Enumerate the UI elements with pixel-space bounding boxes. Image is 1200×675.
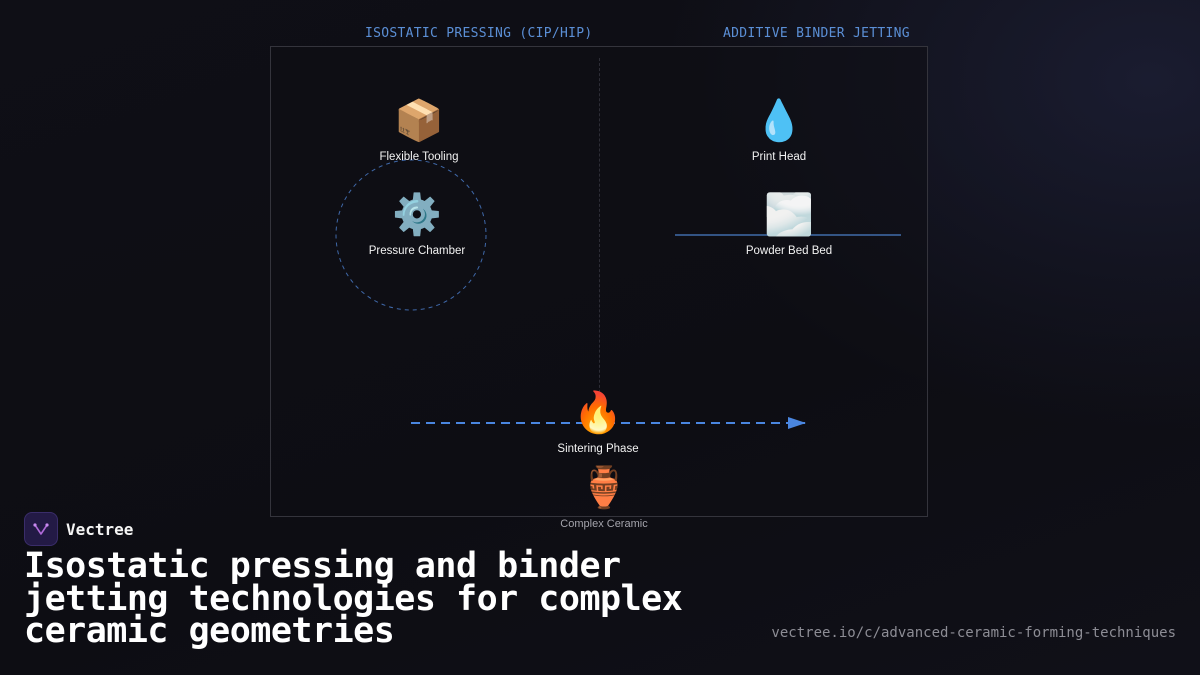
node-powder-bed: 🌫️ Powder Bed Bed bbox=[746, 192, 832, 257]
column-title-isostatic: ISOSTATIC PRESSING (CIP/HIP) bbox=[365, 26, 593, 41]
droplet-icon: 💧 bbox=[754, 98, 804, 144]
node-label: Powder Bed Bed bbox=[745, 245, 833, 257]
node-label: Complex Ceramic bbox=[560, 518, 648, 530]
package-icon: 📦 bbox=[394, 98, 444, 144]
amphora-icon: 🏺 bbox=[579, 465, 629, 511]
node-label: Pressure Chamber bbox=[368, 245, 466, 257]
node-sintering-phase: 🔥 Sintering Phase bbox=[557, 390, 638, 455]
brand-name: Vectree bbox=[66, 519, 134, 539]
fire-icon: 🔥 bbox=[573, 390, 623, 436]
page-title: Isostatic pressing and binder jetting te… bbox=[24, 546, 683, 651]
column-title-binder-jetting: ADDITIVE BINDER JETTING bbox=[723, 26, 910, 41]
source-url[interactable]: vectree.io/c/advanced-ceramic-forming-te… bbox=[771, 625, 1176, 641]
column-divider bbox=[599, 58, 600, 418]
node-label: Print Head bbox=[751, 151, 807, 163]
node-complex-ceramic: 🏺 Complex Ceramic bbox=[560, 465, 647, 530]
node-flexible-tooling: 📦 Flexible Tooling bbox=[379, 98, 458, 163]
pressure-ring bbox=[335, 159, 487, 311]
node-pressure-chamber: ⚙️ Pressure Chamber bbox=[369, 192, 466, 257]
cloud-icon: 🌫️ bbox=[764, 192, 814, 238]
vectree-logo-icon bbox=[24, 512, 58, 546]
node-label: Flexible Tooling bbox=[379, 151, 459, 163]
gear-icon: ⚙️ bbox=[392, 192, 442, 238]
node-print-head: 💧 Print Head bbox=[752, 98, 806, 163]
brand: Vectree bbox=[24, 512, 133, 546]
node-label: Sintering Phase bbox=[557, 443, 639, 455]
